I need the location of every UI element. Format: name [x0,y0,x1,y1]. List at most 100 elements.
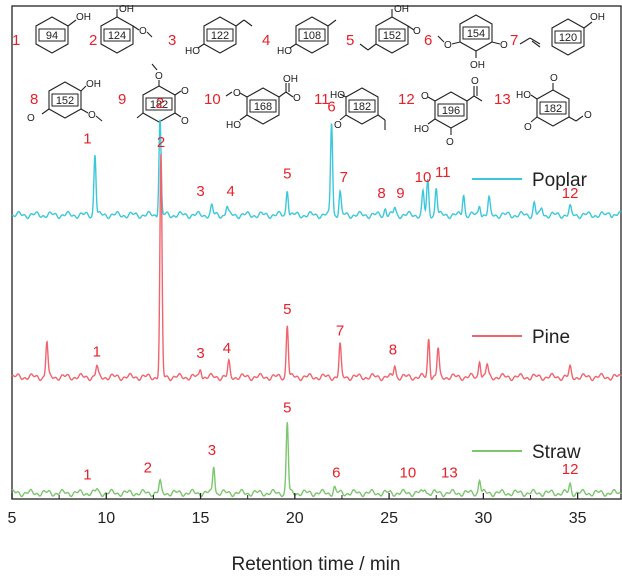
structure-number: 10 [204,91,221,108]
structure-8: 8 152 OH O O [27,79,103,124]
structure-number: 9 [118,91,126,108]
atom-label: OH [283,74,298,85]
atom-label: OH [76,12,91,23]
molecular-weight: 168 [254,101,272,113]
peak-label: 8 [389,342,397,359]
structure-number: 13 [494,91,511,108]
peak-label: 1 [83,467,91,484]
x-tick-label: 10 [97,510,115,527]
atom-label: HO [516,90,531,101]
molecular-weight: 182 [353,101,371,113]
structure-number: 5 [346,32,354,49]
x-tick-label: 5 [8,510,17,527]
atom-label: O [155,71,163,82]
structure-number: 3 [168,32,176,49]
atom-label: OH [394,4,409,15]
structure-number: 6 [424,32,432,49]
peak-label: 2 [157,134,165,151]
molecular-weight: 152 [383,30,401,42]
peak-label: 1 [83,130,91,147]
structure-1: 1 94 OH [12,12,91,54]
legend-label-pine: Pine [532,327,570,348]
atom-label: O [233,88,241,99]
molecular-weight: 120 [559,32,577,44]
structure-2: 2 124 OH O [89,4,153,54]
peak-label: 3 [196,345,204,362]
molecular-weight: 124 [108,30,126,42]
molecular-weight: 108 [303,30,321,42]
atom-label: O [181,116,189,127]
structure-6: 6 154 O O OH [424,14,508,71]
legend-label-poplar: Poplar [532,170,588,191]
compound-structure-panel: 1 94 OH 2 124 OH O 3 122 HO [12,4,605,148]
atom-label: O [446,137,454,148]
structure-7: 7 120 OH [510,12,605,56]
atom-label: OH [86,79,101,90]
peak-label: 6 [332,465,340,482]
molecular-weight: 196 [442,105,460,117]
atom-label: HO [330,90,345,101]
peak-label: 10 [400,465,417,482]
peak-label: 10 [415,169,432,186]
molecular-weight: 152 [56,95,74,107]
structure-4: 4 108 HO [262,16,337,57]
plot-frame [11,5,622,500]
atom-label: O [88,110,96,121]
atom-label: O [444,40,452,51]
x-tick-label: 15 [192,510,210,527]
peak-label: 3 [196,183,204,200]
atom-label: O [413,26,421,37]
peak-label: 2 [156,95,164,112]
structure-number: 11 [314,91,330,108]
atom-label: O [334,120,342,131]
atom-label: O [584,110,592,121]
peak-label: 5 [283,301,291,318]
x-tick-label: 30 [474,510,492,527]
structure-number: 2 [89,32,97,49]
peak-label: 3 [208,442,216,459]
peak-label: 6 [327,99,335,116]
peak-label: 8 [377,185,385,202]
peak-label: 7 [340,169,348,186]
structure-3: 3 122 HO [168,16,253,57]
structure-number: 4 [262,32,270,49]
atom-label: O [293,93,301,104]
atom-label: O [27,113,35,124]
x-tick-label: 35 [569,510,587,527]
atom-label: O [181,86,189,97]
trace-straw [11,422,622,498]
peak-label: 12 [562,461,579,478]
atom-label: HO [414,124,429,135]
structure-number: 7 [510,32,518,49]
structure-9: 9 182 O O O [118,63,189,127]
peak-label: 2 [144,459,152,476]
chromatogram-traces [11,119,622,498]
structure-12: 12 196 O O HO O [398,76,483,148]
atom-label: O [471,76,479,87]
molecular-weight: 182 [150,99,168,111]
atom-label: O [550,73,558,84]
structure-13: 13 182 O HO O O [494,73,592,133]
molecular-weight: 154 [467,28,485,40]
atom-label: OH [590,12,605,23]
structure-11: 11 182 HO O [314,87,386,131]
atom-label: O [524,122,532,133]
x-tick-label: 20 [286,510,304,527]
peak-label: 7 [336,322,344,339]
structure-number: 12 [398,91,415,108]
peak-label: 1 [93,343,101,360]
structure-10: 10 168 O OH O HO [204,74,301,131]
peak-label: 4 [227,183,235,200]
molecular-weight: 94 [46,30,58,42]
trace-pine [11,153,622,382]
atom-label: HO [226,120,241,131]
peak-label: 12 [562,185,579,202]
structure-5: 5 152 OH O [346,4,421,54]
peak-label: 4 [223,340,231,357]
legend-label-straw: Straw [532,442,581,463]
molecular-weight: 122 [211,30,229,42]
